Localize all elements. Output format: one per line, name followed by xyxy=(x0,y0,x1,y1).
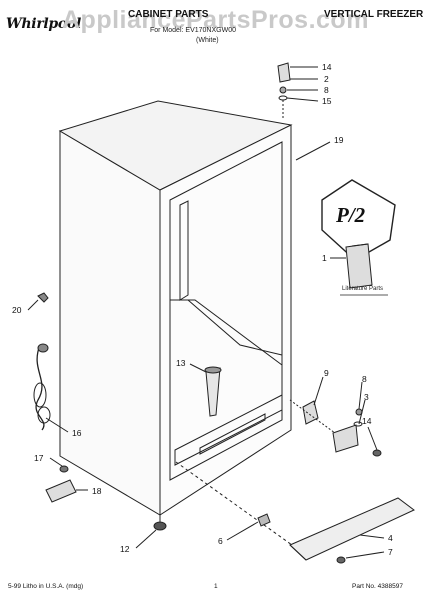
pi2-badge xyxy=(321,179,396,261)
pi2-label: P/2 xyxy=(336,203,366,227)
cord-coil xyxy=(33,382,47,408)
hinge-washer xyxy=(278,95,288,101)
screw-17 xyxy=(59,465,69,473)
callout-8-bottom: 8 xyxy=(362,374,367,384)
callout-8-top: 8 xyxy=(324,85,329,95)
leader-3 xyxy=(358,399,366,425)
brand-logo: Whirlpool xyxy=(6,16,81,32)
screw-7 xyxy=(336,556,346,564)
liner-rib xyxy=(179,200,189,301)
leader-7 xyxy=(345,551,385,559)
callout-14-bottom: 14 xyxy=(362,416,372,426)
liner-back-line xyxy=(187,299,283,356)
footer-litho: 5-99 Litho in U.S.A. (mdg) xyxy=(8,583,84,590)
cord-coil-2 xyxy=(37,406,51,424)
hinge-plate xyxy=(302,400,319,425)
drain-cap xyxy=(204,366,222,374)
hinge-bracket xyxy=(277,62,291,83)
cord-clamp xyxy=(45,479,77,503)
leader-17 xyxy=(49,457,63,467)
callout-14-top: 14 xyxy=(322,62,332,72)
callout-15: 15 xyxy=(322,96,332,106)
leader-20 xyxy=(27,299,39,311)
grommet-20 xyxy=(37,292,49,303)
leader-13 xyxy=(189,363,207,373)
callout-9: 9 xyxy=(324,368,329,378)
callout-17: 17 xyxy=(34,453,44,463)
leader-6 xyxy=(226,521,259,541)
cabinet-side xyxy=(159,124,292,516)
callout-20: 20 xyxy=(12,305,22,315)
hinge-pin-washer xyxy=(353,421,363,427)
hinge-bushing xyxy=(279,86,287,94)
cabinet-front xyxy=(59,130,161,516)
footer-page-number: 1 xyxy=(214,583,218,590)
title-right: VERTICAL FREEZER xyxy=(324,9,424,20)
callout-12: 12 xyxy=(120,544,130,554)
footer-part-number: Part No. 4388597 xyxy=(352,583,403,590)
callout-4: 4 xyxy=(388,533,393,543)
leader-8b xyxy=(358,381,363,410)
watermark: AppliancePartsPros.com xyxy=(62,6,369,34)
callout-6: 6 xyxy=(218,536,223,546)
callout-3: 3 xyxy=(364,392,369,402)
literature-label: Literature Parts xyxy=(342,286,384,292)
liner-outline xyxy=(169,141,283,481)
leader-9 xyxy=(313,376,324,406)
leader-19 xyxy=(295,141,331,161)
callout-1: 1 xyxy=(322,253,327,263)
leader-14b xyxy=(367,426,378,451)
hinge-leader-2 xyxy=(289,399,336,434)
leader-12 xyxy=(135,529,157,549)
toe-grille-edge xyxy=(289,544,307,561)
bottom-hinge xyxy=(332,424,359,453)
cord-plug xyxy=(37,343,49,353)
literature-book xyxy=(345,243,373,289)
callout-16: 16 xyxy=(72,428,82,438)
leveling-leg xyxy=(153,521,167,531)
callout-2: 2 xyxy=(324,74,329,84)
screw-14 xyxy=(372,449,382,457)
liner-floor-line xyxy=(170,299,283,366)
callout-19: 19 xyxy=(334,135,344,145)
leader-15 xyxy=(286,97,319,102)
grille-clip xyxy=(257,513,271,527)
leader-16 xyxy=(45,417,69,433)
callout-18: 18 xyxy=(92,486,102,496)
model-color: (White) xyxy=(196,37,219,44)
base-slot xyxy=(199,413,266,455)
callout-7: 7 xyxy=(388,547,393,557)
title-left: CABINET PARTS xyxy=(128,9,209,20)
base-opening xyxy=(174,394,283,466)
leader-4 xyxy=(359,534,385,539)
toe-grille xyxy=(289,497,415,561)
literature-book-edge xyxy=(351,243,369,247)
model-number: For Model: EV170NXGW00 xyxy=(150,27,236,34)
callout-13: 13 xyxy=(176,358,186,368)
power-cord xyxy=(35,344,45,431)
